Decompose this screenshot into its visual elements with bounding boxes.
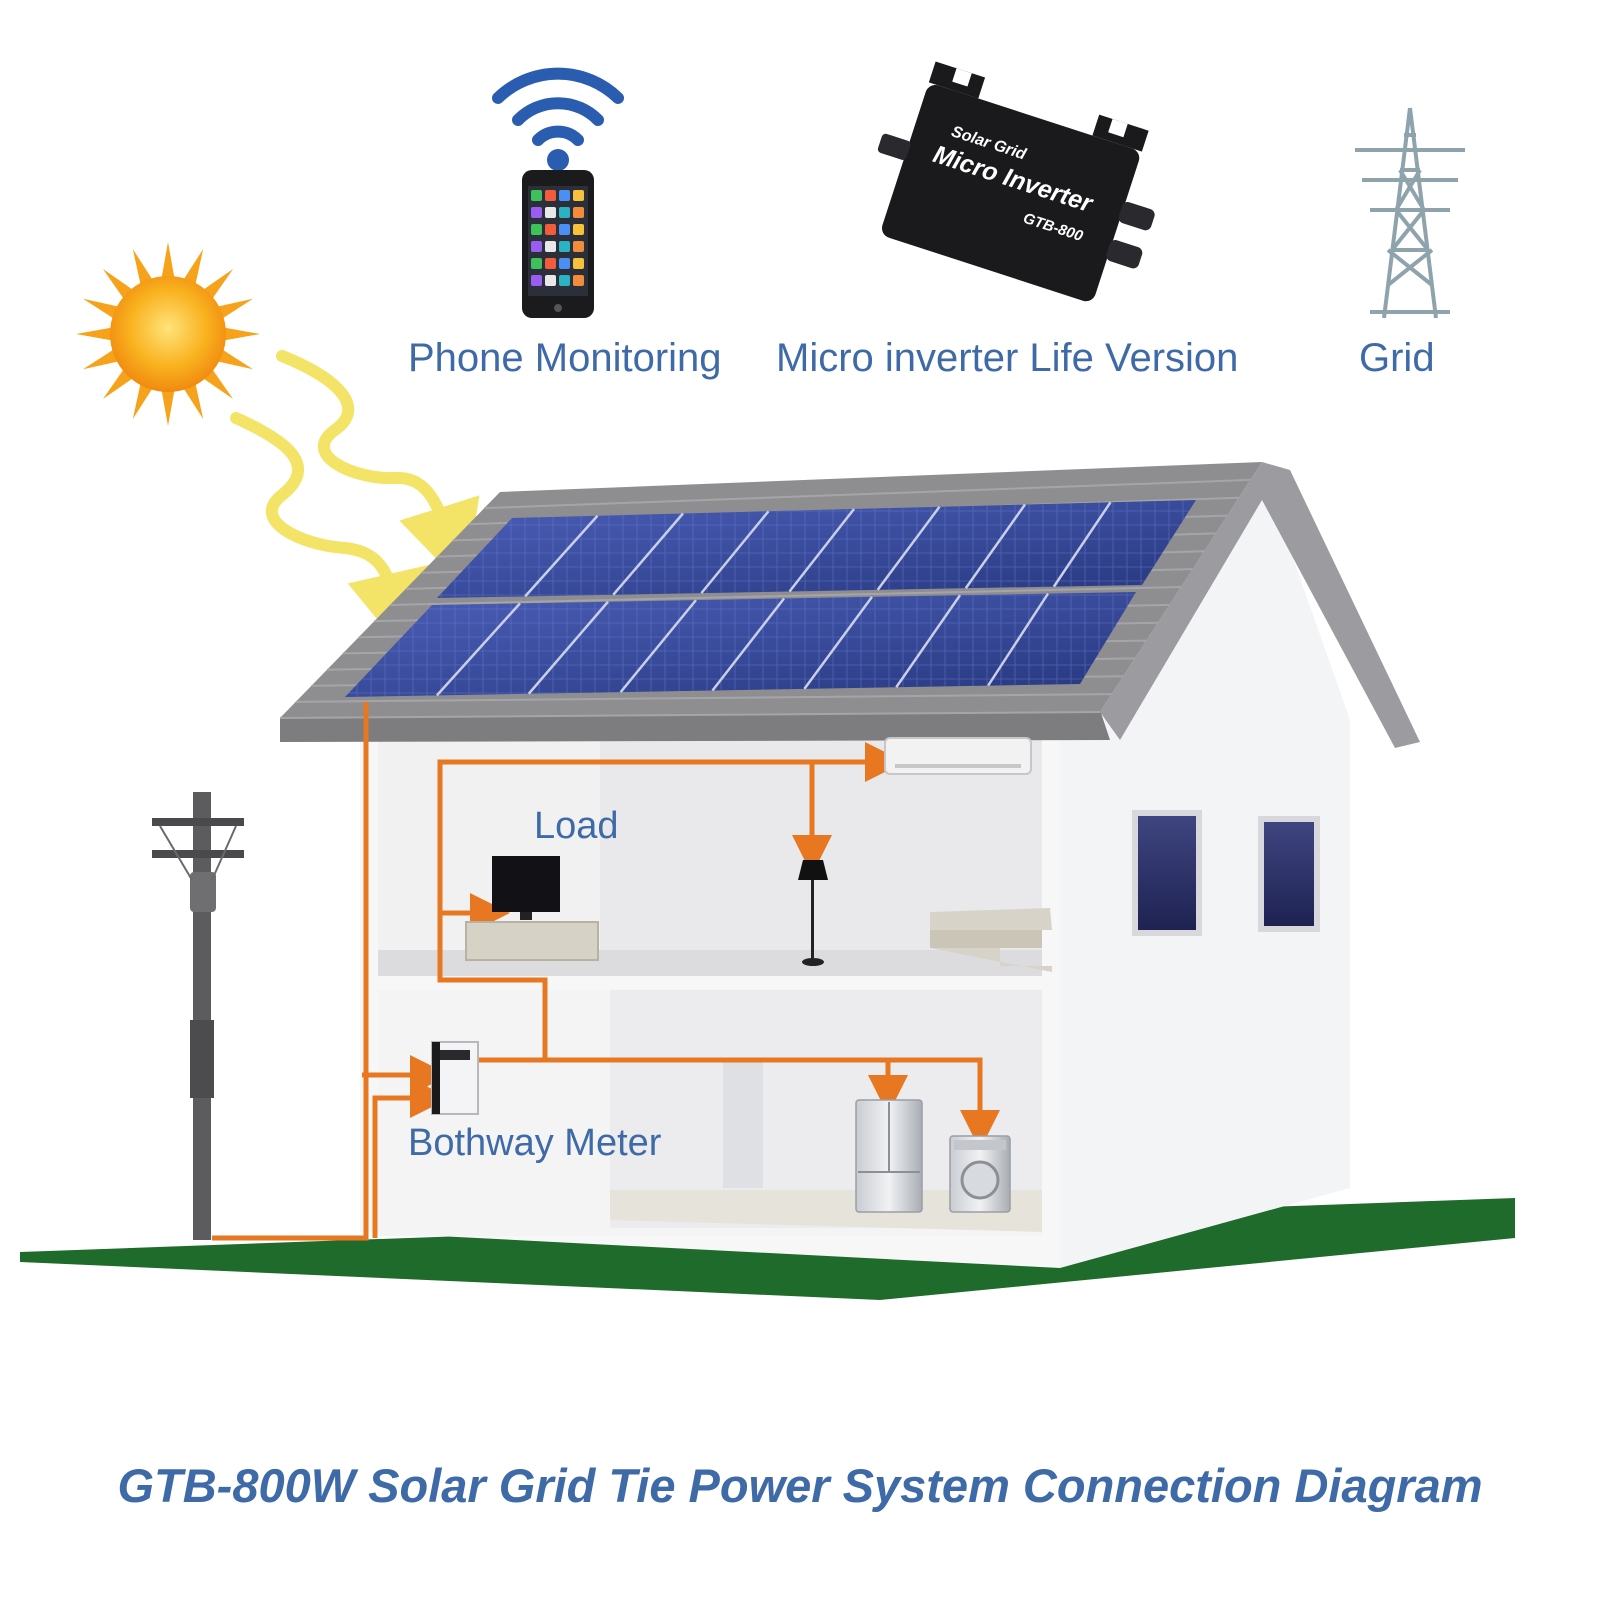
lower-doorway: [723, 1058, 763, 1188]
solar-panel-array: [345, 500, 1196, 697]
sofa-icon: [930, 908, 1052, 972]
load-label: Load: [534, 805, 619, 847]
diagram-title: GTB-800W Solar Grid Tie Power System Con…: [117, 1459, 1483, 1512]
roof-gable-trim: [1100, 462, 1420, 748]
wifi-icon: [492, 67, 624, 171]
micro-inverter-label: Micro inverter Life Version: [776, 336, 1239, 380]
washing-machine-icon: [949, 1135, 1011, 1213]
tv-cabinet: [465, 921, 599, 961]
sun-ray-wave: [230, 412, 430, 656]
wiring: [212, 702, 1000, 1241]
window-left: [1132, 810, 1202, 936]
air-conditioner-icon: [884, 737, 1032, 775]
lamp-icon: [798, 860, 828, 966]
smartphone-icon: [522, 170, 594, 318]
utility-pole-icon: [152, 792, 244, 1240]
micro-inverter-icon: Solar Grid Micro Inverter GTB-800: [877, 61, 1155, 302]
refrigerator-icon: [855, 1099, 923, 1213]
roof-eave: [280, 710, 1110, 742]
bothway-meter-icon: [431, 1041, 479, 1115]
bothway-meter-label: Bothway Meter: [408, 1122, 662, 1164]
window-right: [1258, 816, 1320, 932]
lower-floor: [610, 1190, 1042, 1232]
sun-ray-wave: [276, 350, 480, 589]
grid-label: Grid: [1359, 336, 1435, 380]
transmission-tower-icon: [1355, 107, 1465, 319]
sun-icon: [76, 242, 260, 426]
tv-icon: [492, 856, 560, 920]
phone-monitoring-label: Phone Monitoring: [408, 336, 722, 380]
